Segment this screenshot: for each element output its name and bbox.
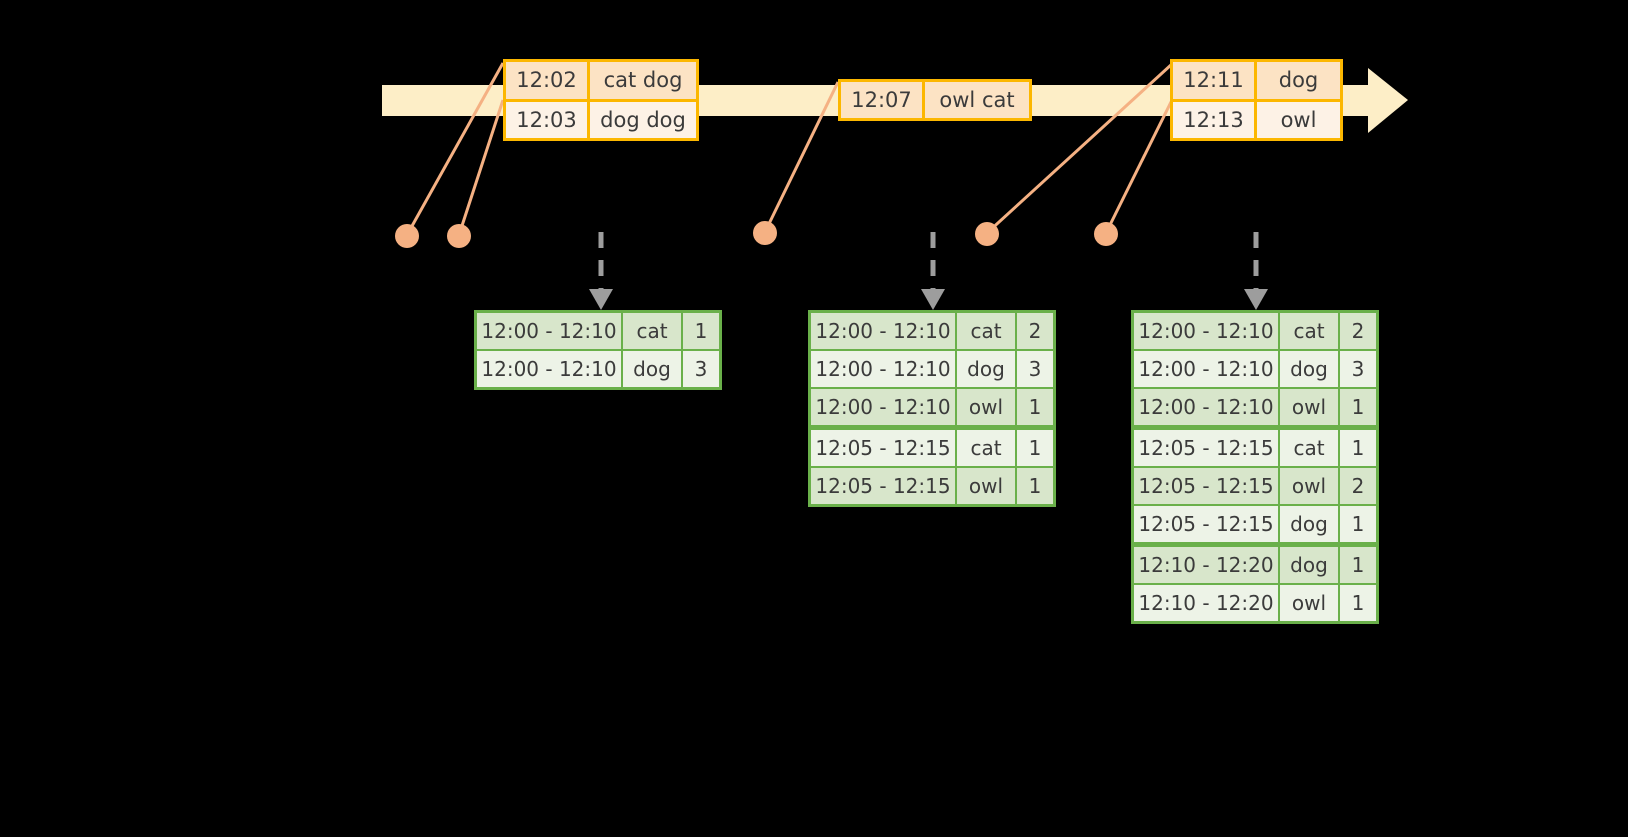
event-time: 12:07 xyxy=(841,82,925,118)
event-row: 12:02 cat dog xyxy=(506,62,696,99)
cell-word: owl xyxy=(1280,468,1338,504)
connector-line-1 xyxy=(405,62,505,236)
event-words: dog dog xyxy=(590,101,696,138)
cell-count: 1 xyxy=(1017,468,1053,504)
timeline-arrow-head xyxy=(1368,68,1408,133)
cell-window: 12:00 - 12:10 xyxy=(811,313,955,349)
event-group-2: 12:07 owl cat xyxy=(838,79,1032,121)
cell-count: 1 xyxy=(1017,389,1053,425)
cell-window: 12:00 - 12:10 xyxy=(477,313,621,349)
cell-window: 12:05 - 12:15 xyxy=(1134,430,1278,466)
cell-window: 12:00 - 12:10 xyxy=(1134,351,1278,387)
event-dot-3 xyxy=(753,221,777,245)
cell-count: 1 xyxy=(1340,506,1376,542)
cell-window: 12:05 - 12:15 xyxy=(1134,468,1278,504)
cell-count: 2 xyxy=(1340,313,1376,349)
cell-window: 12:00 - 12:10 xyxy=(811,389,955,425)
event-group-3: 12:11 dog 12:13 owl xyxy=(1170,59,1343,141)
cell-count: 2 xyxy=(1017,313,1053,349)
cell-count: 1 xyxy=(1340,547,1376,583)
cell-count: 3 xyxy=(683,351,719,387)
event-dot-5 xyxy=(1094,222,1118,246)
cell-word: owl xyxy=(1280,585,1338,621)
cell-window: 12:00 - 12:10 xyxy=(477,351,621,387)
cell-word: dog xyxy=(623,351,681,387)
cell-word: cat xyxy=(623,313,681,349)
cell-word: cat xyxy=(957,313,1015,349)
cell-count: 3 xyxy=(1017,351,1053,387)
cell-count: 2 xyxy=(1340,468,1376,504)
cell-count: 1 xyxy=(1340,585,1376,621)
event-words: owl xyxy=(1257,101,1340,138)
cell-word: dog xyxy=(1280,547,1338,583)
cell-window: 12:05 - 12:15 xyxy=(811,468,955,504)
cell-word: cat xyxy=(1280,313,1338,349)
dashed-arrow-heads xyxy=(589,289,1268,310)
event-row: 12:11 dog xyxy=(1173,62,1340,99)
event-row: 12:07 owl cat xyxy=(841,82,1029,118)
dashed-arrow-3-head xyxy=(1244,289,1268,310)
cell-window: 12:10 - 12:20 xyxy=(1134,547,1278,583)
event-dots xyxy=(395,221,1118,248)
cell-word: owl xyxy=(1280,389,1338,425)
event-dot-2 xyxy=(447,224,471,248)
cell-word: owl xyxy=(957,468,1015,504)
cell-window: 12:05 - 12:15 xyxy=(811,430,955,466)
connector-line-2 xyxy=(457,99,505,236)
cell-window: 12:05 - 12:15 xyxy=(1134,506,1278,542)
cell-word: dog xyxy=(957,351,1015,387)
event-time: 12:03 xyxy=(506,101,590,138)
cell-word: cat xyxy=(957,430,1015,466)
cell-count: 1 xyxy=(1017,430,1053,466)
cell-count: 1 xyxy=(1340,389,1376,425)
connector-line-5 xyxy=(1104,99,1174,234)
dashed-arrow-1-head xyxy=(589,289,613,310)
cell-window: 12:00 - 12:10 xyxy=(1134,313,1278,349)
event-time: 12:02 xyxy=(506,62,590,99)
event-time: 12:11 xyxy=(1173,62,1257,99)
event-dot-4 xyxy=(975,222,999,246)
cell-count: 1 xyxy=(1340,430,1376,466)
cell-window: 12:00 - 12:10 xyxy=(1134,389,1278,425)
dashed-arrow-2-head xyxy=(921,289,945,310)
cell-window: 12:00 - 12:10 xyxy=(811,351,955,387)
cell-word: cat xyxy=(1280,430,1338,466)
event-dot-1 xyxy=(395,224,419,248)
cell-window: 12:10 - 12:20 xyxy=(1134,585,1278,621)
event-row: 12:03 dog dog xyxy=(506,98,696,138)
dashed-arrows xyxy=(598,232,1259,292)
cell-count: 1 xyxy=(683,313,719,349)
cell-word: dog xyxy=(1280,506,1338,542)
connector-line-3 xyxy=(763,81,840,233)
event-group-1: 12:02 cat dog 12:03 dog dog xyxy=(503,59,699,141)
event-words: dog xyxy=(1257,62,1340,99)
cell-count: 3 xyxy=(1340,351,1376,387)
event-time: 12:13 xyxy=(1173,101,1257,138)
cell-word: owl xyxy=(957,389,1015,425)
event-row: 12:13 owl xyxy=(1173,98,1340,138)
cell-word: dog xyxy=(1280,351,1338,387)
event-words: cat dog xyxy=(590,62,696,99)
event-words: owl cat xyxy=(925,82,1029,118)
